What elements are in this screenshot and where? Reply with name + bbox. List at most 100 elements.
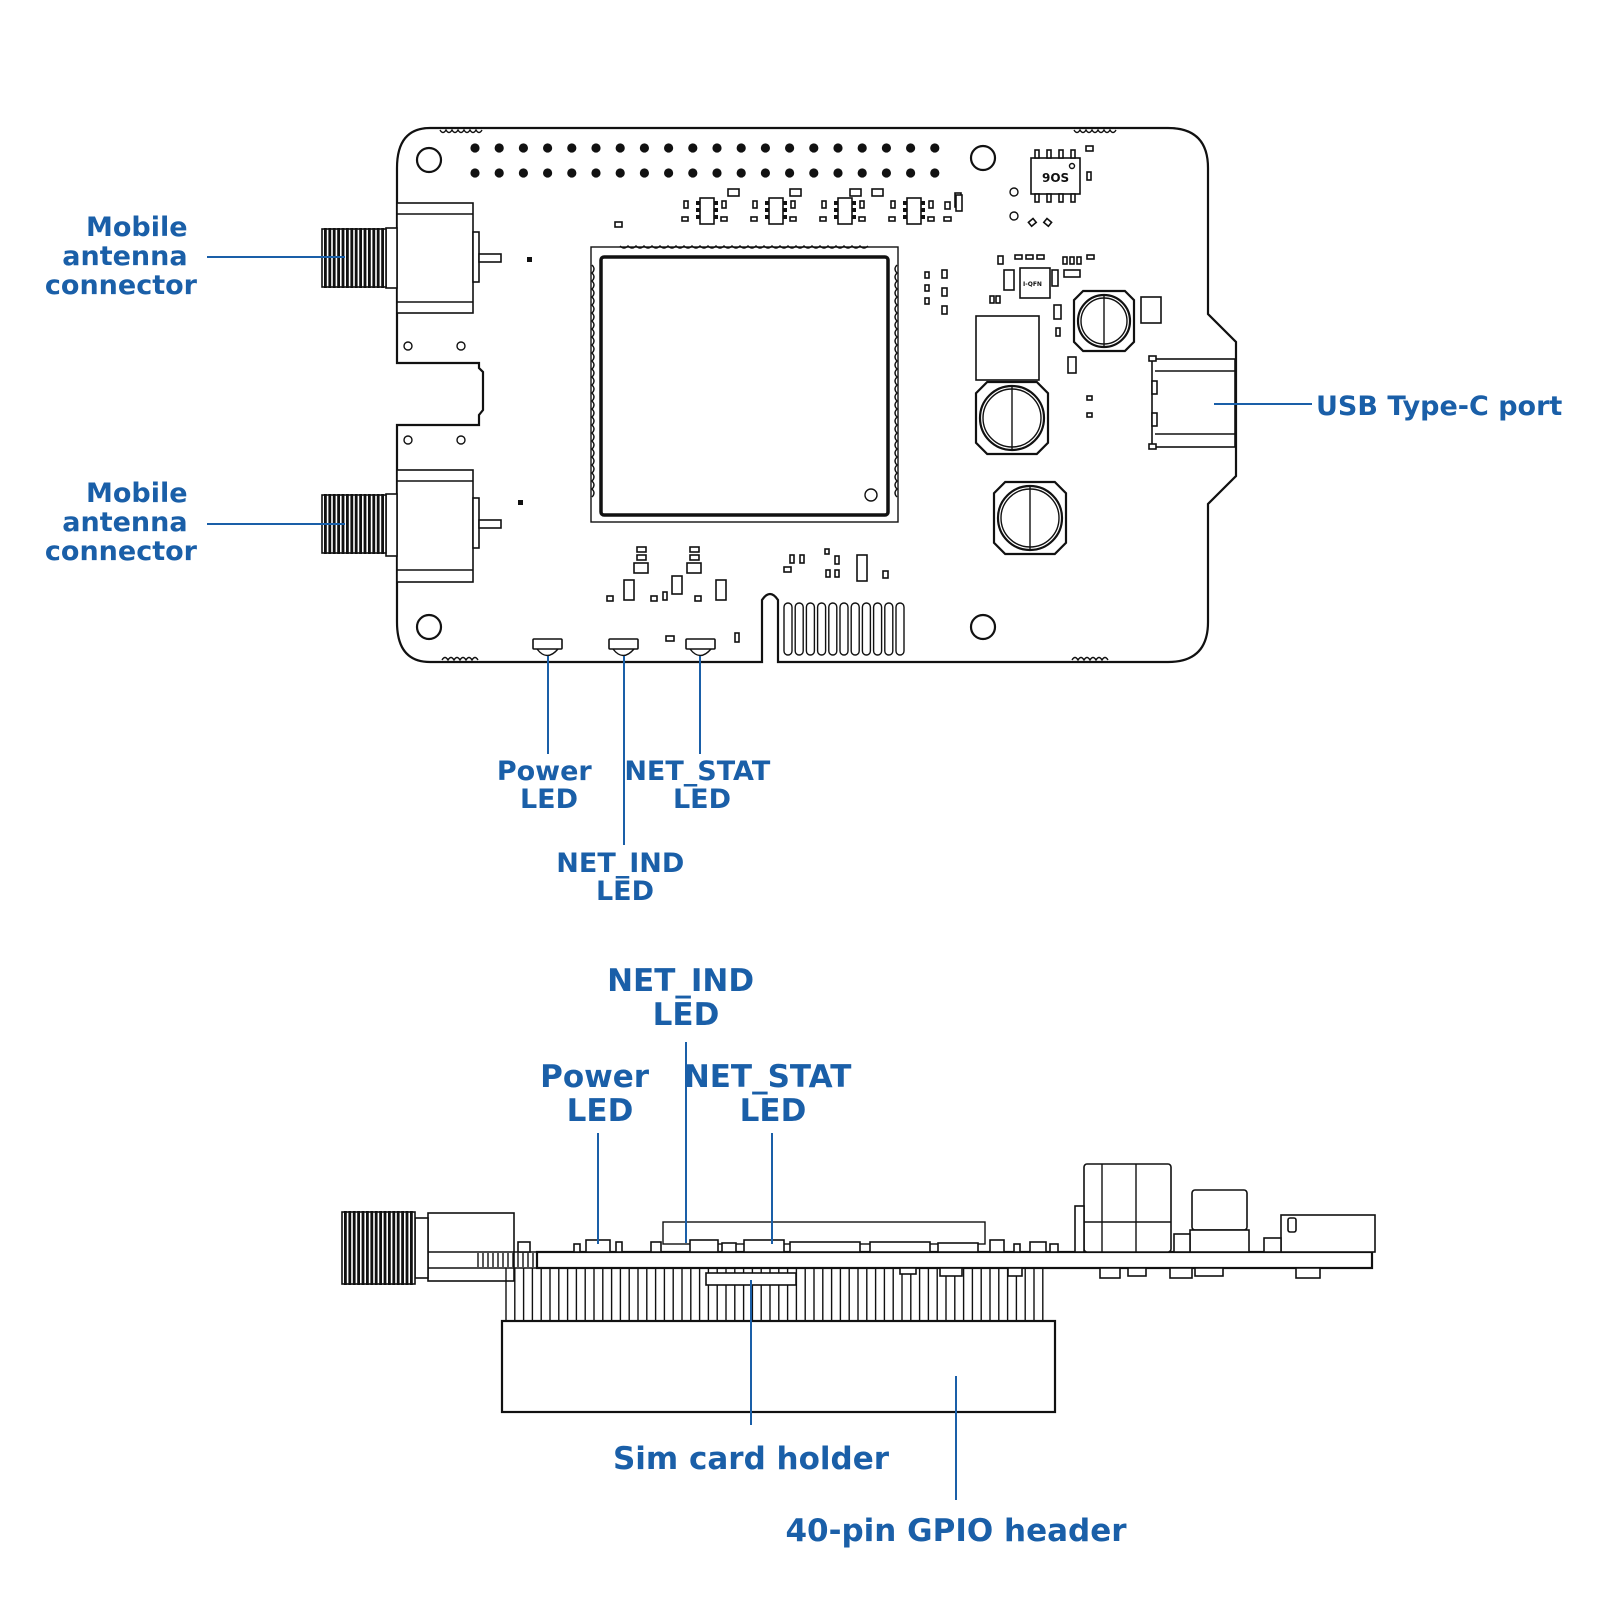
gpio-pin [712, 143, 722, 153]
side-bottom-part [1007, 1267, 1023, 1277]
side-smd-part [743, 1239, 785, 1253]
gpio-pin [881, 168, 892, 178]
regulator-marking: I-QFN [1023, 281, 1042, 288]
side-gpio-header [500, 1319, 1057, 1414]
resistor [789, 216, 797, 222]
capacitor [727, 188, 740, 197]
gpio-pin [736, 143, 746, 153]
antenna-trace [839, 602, 849, 656]
gpio-pin [567, 168, 577, 178]
label-antenna-connector-2: Mobile antenna connector [45, 478, 198, 567]
ic-pin [714, 208, 718, 212]
top-view: 9OS I-QFN [45, 126, 1562, 907]
side-smd-part [689, 1239, 719, 1253]
ic-pin [765, 208, 769, 212]
ic-pin [921, 201, 925, 205]
ic-body [699, 197, 715, 225]
side-bottom-part [1169, 1267, 1193, 1279]
inductor-frame [992, 480, 1068, 556]
side-thread-rib [374, 1211, 378, 1285]
ic-pin [714, 215, 718, 219]
antenna-trace [861, 602, 872, 656]
ic-pin [921, 208, 925, 212]
gpio-pin [809, 143, 819, 153]
ic-pin [696, 208, 700, 212]
side-thread-rib [383, 1211, 387, 1285]
ic-pin [696, 215, 700, 219]
thread-rib [376, 228, 380, 288]
resistor [790, 200, 796, 209]
gpio-pin [736, 168, 746, 178]
thread-rib [363, 494, 367, 554]
ic-pin [783, 201, 787, 205]
side-top-components [517, 1239, 1059, 1253]
gpio-pin [930, 143, 940, 153]
side-bottom-part [1099, 1267, 1121, 1279]
gpio-pin [712, 168, 722, 178]
label-net-stat-led-top: NET_STAT LED [624, 756, 779, 815]
thread-rib [354, 494, 358, 554]
chip-leg [1046, 193, 1052, 203]
thread-rib [376, 494, 380, 554]
side-pcb [535, 1250, 1374, 1270]
thread-rib [381, 494, 384, 554]
side-thread-rib [344, 1211, 347, 1285]
edge-notch-bottom-left [441, 656, 479, 662]
mounting-hole-bottom-right [969, 613, 997, 641]
antenna-trace [794, 602, 804, 656]
antenna-trace [884, 602, 894, 656]
chip-leg [1070, 193, 1076, 203]
resistor [752, 200, 758, 209]
thread-rib [363, 228, 367, 288]
usb-c-port [1148, 355, 1236, 450]
gpio-pin [615, 143, 625, 153]
resistor [750, 216, 758, 222]
inductor-frame [1072, 289, 1136, 353]
gpio-pin [857, 143, 867, 153]
side-gpio-pins [505, 1267, 1321, 1321]
ic-pin [921, 215, 925, 219]
side-view: NET_IND LED Power LED NET_STAT LED Sim c… [341, 963, 1376, 1549]
gpio-pin [494, 143, 504, 153]
antenna-connector-1 [321, 202, 502, 314]
capacitor [789, 188, 802, 197]
thread-rib [350, 494, 354, 554]
thread-rib [359, 494, 362, 554]
board-outline [395, 126, 1238, 664]
side-smd-part [989, 1239, 1005, 1253]
gpio-pin [567, 143, 577, 153]
ic-pin [765, 201, 769, 205]
ic-pin [696, 201, 700, 205]
ic-pin [852, 215, 856, 219]
side-label-net-ind-led: NET_IND LED [607, 963, 765, 1033]
edge-notch-bottom-right [1071, 656, 1109, 662]
side-smd-part [869, 1241, 931, 1253]
thread-rib [372, 494, 376, 554]
side-thread-rib [392, 1211, 396, 1285]
side-thread-rib [366, 1211, 369, 1285]
chip-leg [1058, 193, 1064, 203]
gpio-pin [591, 143, 601, 153]
gpio-pin [833, 168, 843, 178]
eeprom-chip: 9OS [943, 145, 1094, 228]
side-bottom-part [1295, 1267, 1321, 1279]
side-bottom-part [899, 1267, 917, 1275]
gpio-pin [664, 168, 674, 178]
side-thread-rib [379, 1211, 382, 1285]
net-stat-led [685, 638, 716, 657]
level-shifter-ics [614, 188, 962, 228]
gpio-pin [494, 168, 504, 178]
side-thread-rib [401, 1211, 404, 1285]
resistor [681, 216, 689, 222]
thread-rib [354, 228, 358, 288]
gpio-pin [543, 168, 553, 178]
led-driver-components [606, 546, 889, 643]
antenna-trace [850, 602, 860, 656]
label-usb-c-port: USB Type-C port [1316, 391, 1562, 422]
side-bottom-part [1127, 1267, 1147, 1277]
antenna-trace [828, 602, 838, 656]
side-thread-rib [405, 1211, 409, 1285]
ic-pin [783, 215, 787, 219]
side-label-gpio-header: 40-pin GPIO header [785, 1513, 1127, 1549]
resistor [927, 216, 935, 222]
